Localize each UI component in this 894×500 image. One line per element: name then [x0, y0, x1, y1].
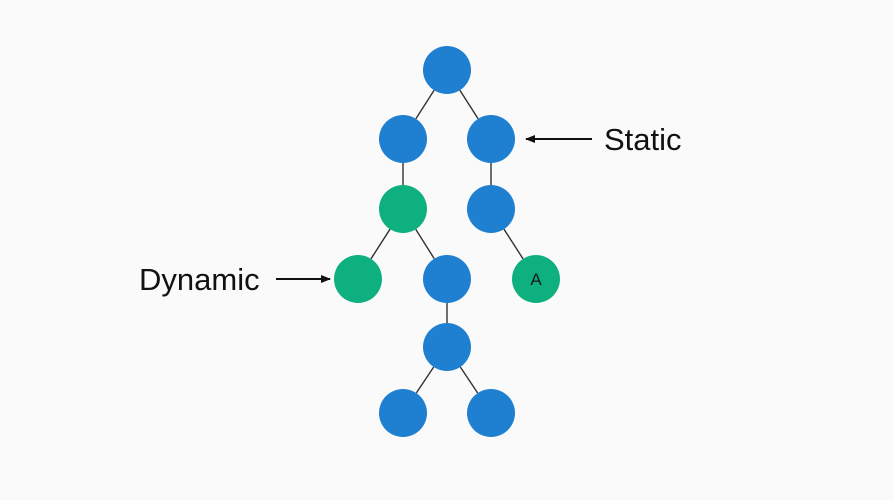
tree-node-n9-static	[423, 323, 471, 371]
tree-edge-n4-n7	[415, 228, 435, 260]
node-circle	[467, 185, 515, 233]
tree-edge-n5-n8	[503, 228, 524, 260]
tree-node-n1-static	[423, 46, 471, 94]
tree-node-n11-static	[467, 389, 515, 437]
node-circle	[512, 255, 560, 303]
tree-edge-n9-n11	[459, 366, 479, 394]
node-circle	[379, 185, 427, 233]
nodes-layer: A	[334, 46, 560, 437]
tree-node-n6-dynamic	[334, 255, 382, 303]
edges-layer	[370, 89, 524, 394]
tree-node-n5-static	[467, 185, 515, 233]
node-circle	[467, 389, 515, 437]
node-circle	[423, 323, 471, 371]
static-label: Static	[604, 122, 682, 157]
tree-node-n4-dynamic	[379, 185, 427, 233]
node-circle	[379, 115, 427, 163]
tree-node-n10-static	[379, 389, 427, 437]
node-circle	[423, 255, 471, 303]
tree-node-n8-dynamic: A	[512, 255, 560, 303]
tree-edge-n9-n10	[415, 366, 435, 394]
node-circle	[467, 115, 515, 163]
tree-node-n7-static	[423, 255, 471, 303]
node-circle	[334, 255, 382, 303]
tree-edge-n1-n2	[415, 89, 435, 120]
tree-edge-n4-n6	[370, 228, 391, 260]
node-circle	[379, 389, 427, 437]
tree-edge-n1-n3	[459, 89, 479, 120]
dynamic-label: Dynamic	[139, 262, 260, 297]
node-circle	[423, 46, 471, 94]
tree-node-n2-static	[379, 115, 427, 163]
tree-node-n3-static	[467, 115, 515, 163]
node-letter: A	[530, 270, 542, 289]
